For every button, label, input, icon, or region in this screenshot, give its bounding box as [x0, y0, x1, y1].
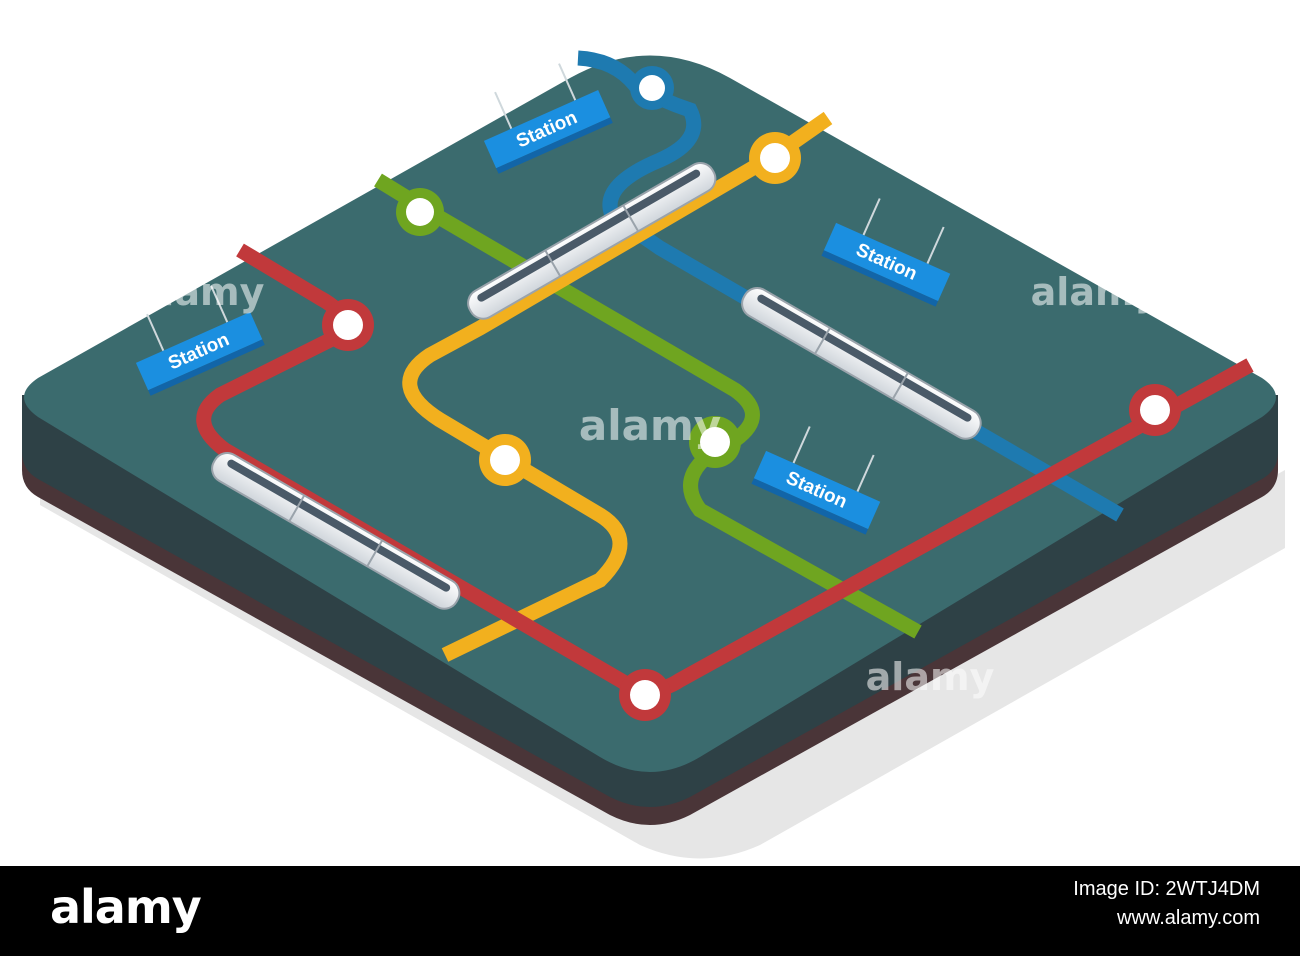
site-url: www.alamy.com	[1117, 907, 1260, 929]
train-icon	[741, 287, 982, 440]
watermark: alamy	[579, 401, 721, 450]
isometric-metro-map: Station Station Station Station alamy al…	[22, 50, 1285, 859]
station-stop-icon	[749, 132, 801, 184]
board-shadow	[40, 470, 1285, 859]
alamy-logo: alamy	[50, 880, 202, 934]
station-stop-icon	[396, 188, 444, 236]
yellow-line	[402, 111, 833, 662]
station-stop-icon	[1129, 384, 1181, 436]
station-stop-icon	[619, 669, 671, 721]
watermark: alamy	[136, 270, 265, 314]
watermark: alamy	[866, 655, 995, 699]
image-id: Image ID: 2WTJ4DM	[1073, 878, 1260, 900]
station-stop-icon	[479, 434, 531, 486]
image-info: Image ID: 2WTJ4DM www.alamy.com	[1073, 878, 1260, 930]
watermark-footer: alamy Image ID: 2WTJ4DM www.alamy.com	[0, 866, 1300, 956]
train-icon	[467, 162, 717, 320]
board-top	[24, 55, 1276, 772]
station-stop-icon	[689, 416, 741, 468]
station-stop-icon	[630, 66, 674, 110]
watermark: alamy	[1031, 270, 1160, 314]
blue-line	[577, 50, 1124, 522]
station-stop-icon	[322, 299, 374, 351]
train-icon	[211, 452, 461, 610]
